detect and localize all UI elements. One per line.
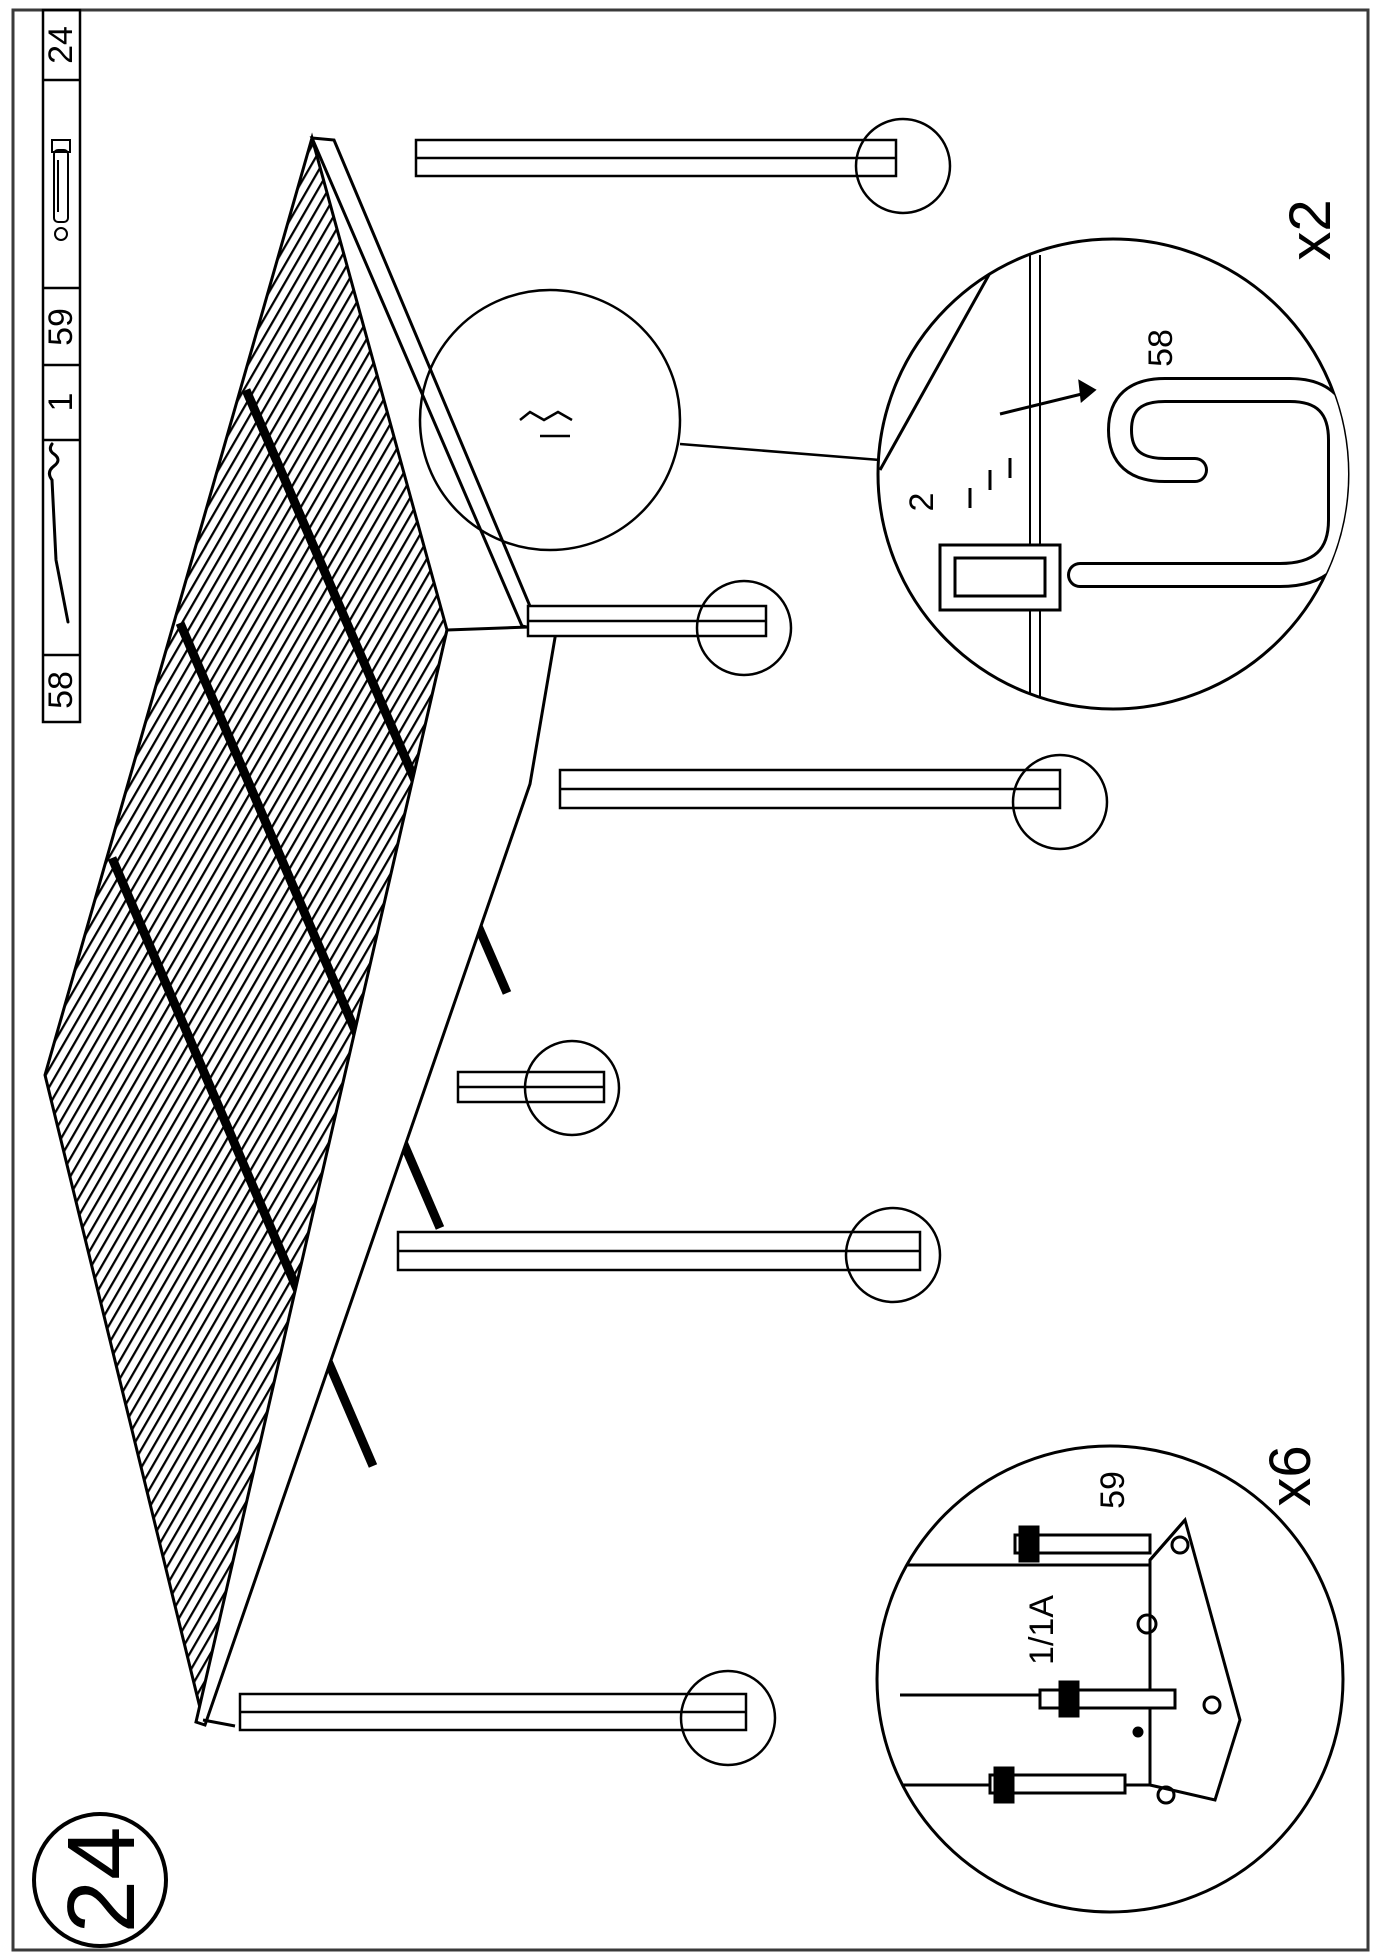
foot-callout — [1011, 753, 1109, 851]
detail-hook-label-58: 58 — [1142, 329, 1180, 367]
foot-callout — [679, 1669, 777, 1767]
part-label-58: 58 — [42, 671, 80, 709]
detail-hook-label-2: 2 — [903, 493, 941, 512]
page-frame — [11, 8, 1370, 1952]
parts-strip — [41, 8, 82, 724]
part-label-24: 24 — [42, 26, 80, 64]
step-number: 24 — [48, 1827, 155, 1934]
parts-strip-cell-59: 59 — [42, 308, 80, 346]
rod-hook-icon — [47, 442, 70, 624]
posts — [238, 138, 1062, 1732]
foot-callout — [844, 1206, 942, 1304]
detail-hook: 2 58 x2 — [876, 199, 1350, 711]
detail-anchor-label-1-1a: 1/1A — [1023, 1595, 1061, 1665]
detail-hook-drawing — [878, 254, 1348, 709]
hook-location-callout — [418, 288, 881, 552]
part-label-59: 59 — [42, 308, 80, 346]
hook-sketch — [519, 410, 573, 438]
detail-hook-circle — [876, 237, 1350, 711]
detail-anchor-quantity: x6 — [1258, 1445, 1323, 1506]
bolt-icon — [51, 139, 71, 241]
detail-anchor-circle — [875, 1444, 1345, 1914]
detail-anchor-label-59: 59 — [1094, 1471, 1132, 1509]
parts-strip-cell-1: 1 — [42, 393, 80, 412]
corner-edge — [202, 1718, 236, 1728]
foot-callouts — [523, 117, 1109, 1767]
detail-hook-quantity: x2 — [1278, 199, 1343, 260]
hook-location-circle — [418, 288, 682, 552]
detail-anchor: 59 1/1A x6 — [875, 1444, 1345, 1914]
parts-strip-cell-24: 24 — [42, 26, 80, 64]
detail-anchor-drawing — [900, 1516, 1242, 1805]
parts-strip-cell-58: 58 — [42, 671, 80, 709]
part-label-1: 1 — [42, 393, 80, 412]
step-badge-circle — [32, 1812, 168, 1948]
foot-callout — [523, 1039, 621, 1137]
leader-line — [679, 442, 881, 462]
foot-callout — [854, 117, 952, 215]
foot-callout — [695, 579, 793, 677]
step-badge: 24 — [32, 1812, 168, 1948]
